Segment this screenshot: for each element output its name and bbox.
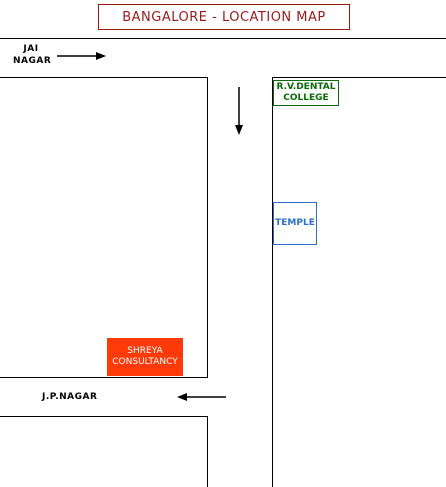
dental-line1: R.V.DENTAL bbox=[276, 82, 336, 92]
shreya-line2: CONSULTANCY bbox=[112, 357, 178, 367]
landmark-rv-dental-college: R.V.DENTAL COLLEGE bbox=[273, 80, 339, 106]
arrow-down-icon bbox=[235, 87, 243, 135]
map-title: BANGALORE - LOCATION MAP bbox=[98, 4, 350, 30]
arrow-right-icon bbox=[57, 52, 106, 60]
dental-line2: COLLEGE bbox=[283, 93, 329, 103]
arrow-left-icon bbox=[177, 393, 226, 401]
landmark-shreya-consultancy: SHREYA CONSULTANCY bbox=[107, 338, 183, 376]
landmark-temple: TEMPLE bbox=[273, 202, 317, 245]
label-jai-nagar-line2: NAGAR bbox=[13, 56, 52, 66]
label-jp-nagar: J.P.NAGAR bbox=[42, 392, 98, 402]
label-jai-nagar-line1: JAI bbox=[23, 44, 39, 54]
label-jai-nagar: JAI NAGAR bbox=[13, 43, 52, 67]
shreya-line1: SHREYA bbox=[127, 346, 163, 356]
